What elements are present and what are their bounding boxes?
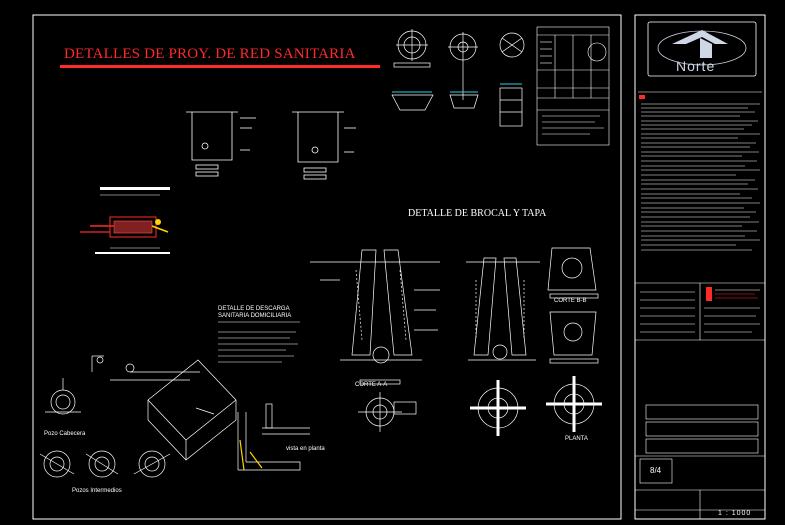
sheet-number: 8/4: [650, 466, 662, 475]
scale-label: 1 : 1000: [718, 510, 752, 517]
planta-views: [358, 376, 602, 436]
corte-bb-label: CORTE B-B: [554, 298, 587, 304]
isometric-pozo: [91, 355, 237, 461]
detail-connection-label: DETALLE DE DESCARGA SANITARIA DOMICILIAR…: [218, 306, 292, 319]
buzon-section-2: [292, 111, 356, 180]
brocal-small-views: [547, 247, 599, 364]
pozo-pipe-section: [237, 403, 310, 471]
brocal-corte-a: [310, 249, 440, 385]
pozo-intermedios-label: Pozos Intermedios: [72, 488, 122, 494]
buzon-section-1: [186, 111, 256, 177]
cyan-accents: [392, 83, 522, 93]
drawing-border: [32, 14, 622, 520]
detail-table: [536, 26, 610, 146]
pozo-pipe-yellow: [239, 439, 263, 471]
descarga-notes: [218, 321, 300, 363]
vista-planta-label: vista en planta: [286, 446, 325, 452]
notes-block: [638, 91, 762, 251]
logo: [647, 21, 757, 77]
logo-text: Norte: [676, 58, 716, 74]
title-block-border: [634, 14, 766, 520]
title-underline: [60, 65, 380, 68]
pozos-bottom-left: [39, 378, 171, 478]
detail-tapa-plan: [391, 29, 525, 127]
section-title: DETALLE DE BROCAL Y TAPA: [408, 208, 547, 219]
pozo-cabecera-label: Pozo Cabecera: [44, 431, 86, 437]
drawing-title: DETALLES DE PROY. DE RED SANITARIA: [64, 46, 356, 62]
title-block-table: [635, 282, 765, 519]
corte-aa-label: CORTE A-A: [355, 382, 388, 388]
brocal-corte-b: [466, 257, 540, 361]
planta-label: PLANTA: [565, 436, 588, 442]
connection-detail-colored: [80, 187, 170, 254]
